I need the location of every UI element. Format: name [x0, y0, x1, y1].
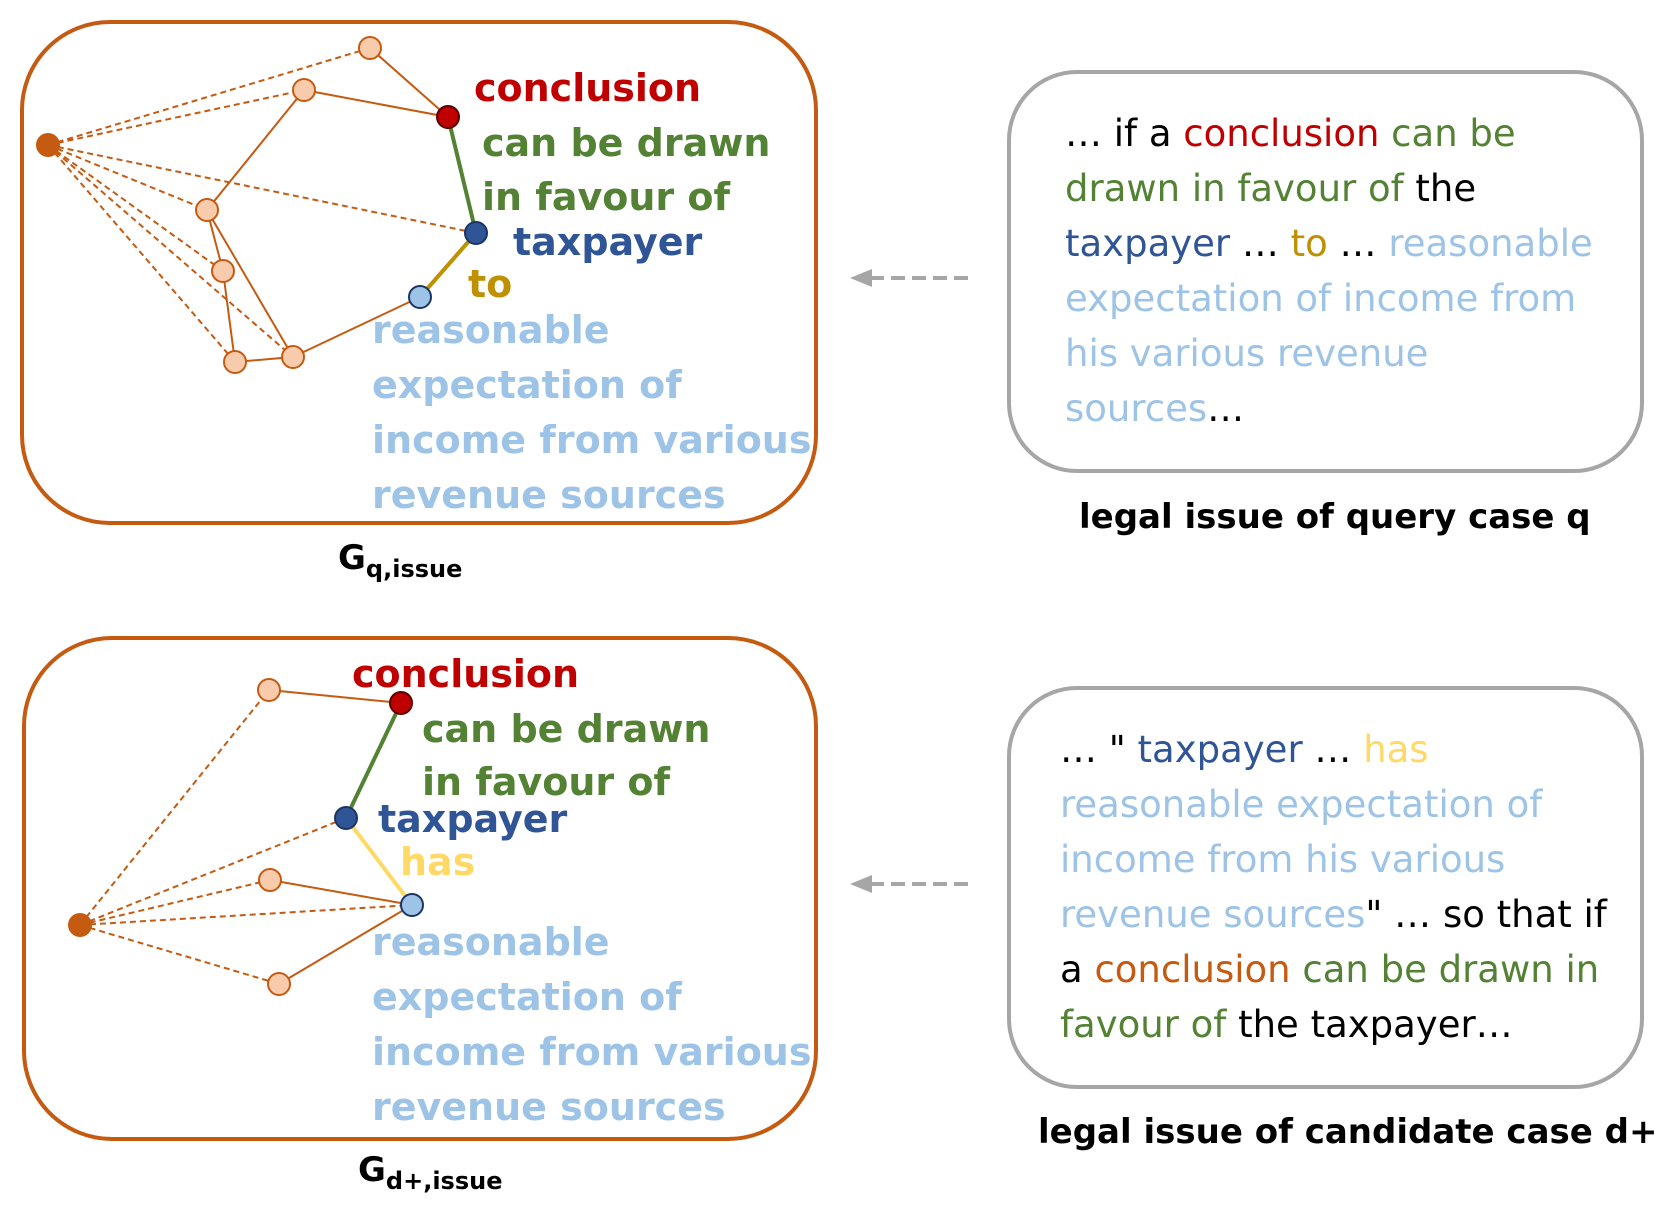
graph-edge — [47, 144, 477, 234]
graph-edge — [79, 904, 413, 926]
query-passage-text: … if a conclusion can be drawn in favour… — [1065, 106, 1610, 436]
candidate-expectation-label-line1: reasonable — [372, 920, 610, 964]
passage-segment: taxpayer — [1137, 728, 1303, 771]
graph-node — [195, 198, 219, 222]
passage-segment: conclusion — [1094, 948, 1291, 991]
graph-node — [223, 350, 247, 374]
query-to-label: to — [468, 262, 513, 306]
graph-edge — [268, 689, 402, 704]
passage-segment: … " — [1060, 728, 1138, 771]
passage-segment: " … so that if a — [1060, 893, 1607, 991]
graph-node — [358, 36, 382, 60]
passage-segment: … — [1207, 387, 1245, 430]
query-expectation-label-line1: reasonable — [372, 308, 610, 352]
candidate-relation-label-line1: can be drawn — [422, 707, 711, 751]
query-passage-caption: legal issue of query case q — [1079, 497, 1591, 537]
passage-segment: can be drawn in favour of — [1060, 948, 1600, 1046]
passage-segment: taxpayer — [1065, 222, 1231, 265]
candidate-expectation-label-line4: revenue sources — [372, 1085, 726, 1129]
central-node — [68, 913, 92, 937]
passage-segment: can be drawn in favour of — [1065, 112, 1516, 210]
query-expectation-label-line3: income from various — [372, 418, 812, 462]
candidate-passage-panel — [1007, 686, 1644, 1089]
graph-edge — [47, 144, 236, 363]
graph-edge — [79, 924, 280, 985]
candidate-conclusion-label: conclusion — [352, 652, 580, 696]
graph-edge — [278, 904, 413, 985]
graph-edge — [47, 144, 224, 272]
graph-node — [211, 259, 235, 283]
passage-segment: … — [1230, 222, 1291, 265]
graph-edge — [47, 144, 208, 211]
graph-node — [292, 78, 316, 102]
central-node — [36, 133, 60, 157]
candidate-has-label: has — [400, 840, 476, 884]
graph-edge — [47, 144, 294, 358]
query-expectation-label-line2: expectation of — [372, 363, 682, 407]
passage-segment: … — [1302, 728, 1364, 771]
conclusion-node — [389, 691, 413, 715]
candidate-graph-caption-main: G — [358, 1150, 386, 1190]
graph-node — [267, 972, 291, 996]
graph-edge — [303, 89, 449, 118]
graph-node — [258, 868, 282, 892]
candidate-graph — [68, 678, 424, 996]
passage-segment: to — [1290, 222, 1328, 265]
expectation-node — [400, 893, 424, 917]
query-relation-label-line2: in favour of — [482, 175, 731, 219]
query-passage-panel — [1007, 70, 1644, 473]
query-graph-caption: Gq,issue — [338, 538, 462, 583]
candidate-passage-text: … " taxpayer … has reasonable expectatio… — [1060, 722, 1620, 1052]
relation-edge-can-be-drawn — [344, 702, 403, 819]
query-expectation-label-line4: revenue sources — [372, 473, 726, 517]
candidate-expectation-label-line3: income from various — [372, 1030, 812, 1074]
graph-edge — [79, 817, 347, 926]
passage-segment: conclusion — [1183, 112, 1380, 155]
candidate-graph-panel — [22, 636, 818, 1141]
query-graph-panel — [20, 20, 818, 525]
passage-segment: the taxpayer… — [1226, 1003, 1513, 1046]
expectation-node — [408, 285, 432, 309]
passage-segment: reasonable expectation of income from hi… — [1060, 783, 1543, 936]
graph-edge — [222, 270, 236, 363]
graph-edge — [47, 89, 305, 146]
graph-node — [257, 678, 281, 702]
candidate-taxpayer-label: taxpayer — [378, 797, 568, 841]
passage-segment: … if a — [1065, 112, 1184, 155]
query-arrow — [850, 269, 968, 287]
graph-edge — [292, 296, 421, 358]
query-taxpayer-label: taxpayer — [513, 220, 703, 264]
taxpayer-node — [464, 221, 488, 245]
graph-edge — [79, 689, 270, 926]
query-relation-label-line1: can be drawn — [482, 121, 771, 165]
graph-edge — [369, 47, 449, 118]
relation-edge-has — [344, 816, 414, 907]
taxpayer-node — [334, 806, 358, 830]
query-graph — [36, 36, 488, 374]
passage-segment: has — [1363, 728, 1429, 771]
query-graph-caption-sub: q,issue — [365, 555, 463, 583]
graph-edge — [206, 89, 305, 211]
candidate-relation-label-line2: in favour of — [422, 760, 671, 804]
graph-edge — [269, 879, 413, 906]
query-conclusion-label: conclusion — [474, 66, 702, 110]
conclusion-node — [436, 105, 460, 129]
passage-segment: reasonable expectation of income from hi… — [1065, 222, 1593, 430]
relation-edge-to — [418, 231, 478, 299]
passage-segment: the — [1403, 167, 1477, 210]
graph-edge — [206, 209, 294, 358]
candidate-arrow — [850, 875, 968, 893]
graph-edge — [47, 47, 371, 146]
candidate-graph-caption-sub: d+,issue — [385, 1167, 503, 1195]
candidate-expectation-label-line2: expectation of — [372, 975, 682, 1019]
relation-edge-can-be-drawn — [446, 116, 478, 234]
query-graph-caption-main: G — [338, 538, 366, 578]
passage-segment: … — [1327, 222, 1389, 265]
candidate-graph-caption: Gd+,issue — [358, 1150, 503, 1195]
graph-node — [281, 345, 305, 369]
candidate-passage-caption: legal issue of candidate case d+ — [1038, 1112, 1658, 1152]
graph-edge — [79, 879, 271, 926]
